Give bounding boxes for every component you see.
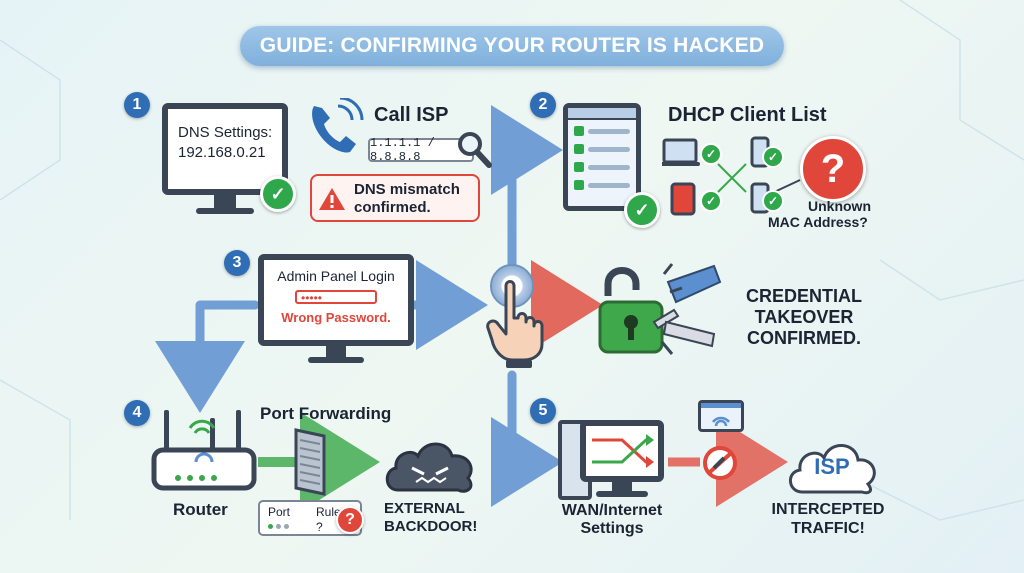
col-rule: Rule [316,505,341,519]
credential-line-2: TAKEOVER [754,307,854,327]
wrong-password-text: Wrong Password. [281,310,391,325]
wan-line-2: Settings [580,520,644,537]
monitor-base [196,208,254,214]
intercepted-line-2: TRAFFIC! [791,520,865,537]
login-monitor: Admin Panel Login ••••• Wrong Password. [258,254,414,346]
unknown-line-2: MAC Address? [768,214,868,230]
mismatch-line-1: DNS mismatch [354,181,460,198]
external-backdoor-text: EXTERNAL BACKDOOR! [384,500,477,536]
isp-cloud-icon [789,444,876,495]
external-line-2: BACKDOOR! [384,518,478,535]
mismatch-line-2: confirmed. [354,199,431,216]
monitor-base [308,357,364,363]
port-dots [268,524,308,529]
dhcp-list-window [563,103,641,211]
credential-line-1: CREDENTIAL [746,286,862,306]
port-forwarding-label: Port Forwarding [260,404,392,423]
check-icon: ✓ [762,146,784,168]
router-icon [151,410,257,491]
wifi-window-icon [698,400,744,432]
devices-diagram [662,136,801,216]
wan-line-1: WAN/Internet [561,502,663,519]
monitor-base [596,491,648,497]
step-3-badge: 3 [224,250,250,276]
step-2-badge: 2 [530,92,556,118]
dns-settings-label: DNS Settings: [178,124,273,141]
unknown-mac-text: Unknown [808,198,871,214]
isp-label: ISP [814,454,850,479]
dns-settings-value: 192.168.0.21 [178,144,266,161]
malicious-cloud-icon [385,442,473,493]
rule-value: ? [316,520,323,534]
password-field: ••••• [295,290,377,305]
guide-title: GUIDE: CONFIRMING YOUR ROUTER IS HACKED [240,26,784,66]
intercepted-traffic-text: INTERCEPTED TRAFFIC! [766,500,890,538]
router-label: Router [173,500,228,519]
step-5-badge: 5 [530,398,556,424]
credential-takeover-text: CREDENTIAL TAKEOVER CONFIRMED. [746,286,862,349]
unlocked-padlock-icon [598,263,722,355]
phone-icon [312,98,364,153]
monitor-stand [214,195,236,209]
credential-line-3: CONFIRMED. [747,328,861,348]
check-icon: ✓ [700,143,722,165]
wan-monitor [580,420,664,482]
monitor-stand [326,346,346,358]
dhcp-list-title: DHCP Client List [668,104,827,126]
check-icon: ✓ [762,190,784,212]
wan-settings-text: WAN/Internet Settings [552,502,672,538]
check-icon: ✓ [700,190,722,212]
check-icon: ✓ [624,192,660,228]
dns-mismatch-alert: DNS mismatch confirmed. [310,174,480,222]
step-4-badge: 4 [124,400,150,426]
crossed-arrows-icon [592,434,654,468]
warning-icon [319,188,345,210]
login-title: Admin Panel Login [277,268,395,284]
external-line-1: EXTERNAL [384,500,465,517]
call-isp-label: Call ISP [374,104,449,126]
monitor-stand [612,482,632,492]
intercepted-line-1: INTERCEPTED [771,501,885,518]
question-mark-icon: ? [336,506,364,534]
question-mark-icon: ? [800,136,866,202]
magnifier-icon [458,132,492,168]
unknown-line-1: Unknown [808,198,871,214]
col-port: Port [268,505,291,519]
pointing-hand-icon [486,280,544,368]
step-1-badge: 1 [124,92,150,118]
check-icon: ✓ [260,176,296,212]
blocked-wrench-icon [703,446,737,480]
firewall-filter-icon [294,428,326,496]
